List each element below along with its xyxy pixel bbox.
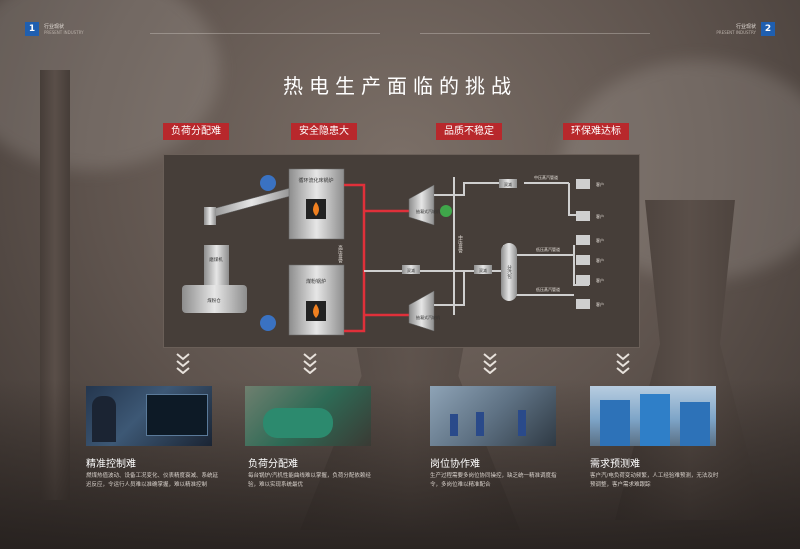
turbine-2: 抽凝式汽轮机	[408, 290, 440, 332]
generator-icon	[440, 205, 452, 217]
chevron-down-icon	[176, 353, 190, 374]
turbine-hall-photo	[245, 386, 371, 446]
steam-pipes	[364, 177, 589, 315]
card-title: 需求预测难	[590, 459, 640, 470]
challenge-badge: 品质不稳定	[436, 123, 502, 140]
boiler1-label: 循环流化床锅炉	[298, 177, 333, 184]
challenge-badge: 负荷分配难	[163, 123, 229, 140]
card-title: 负荷分配难	[248, 459, 298, 470]
page-number: 2	[761, 22, 775, 36]
page-title: 热电生产面临的挑战	[283, 74, 517, 98]
splitter-label: 分汽包	[507, 264, 512, 279]
coal-mill: 磨煤机 煤粉仓	[182, 245, 247, 313]
header-title: 行业现状	[44, 23, 65, 30]
page-number: 1	[25, 22, 39, 36]
chevron-down-icon	[483, 353, 497, 374]
turbine1-label: 抽凝式汽轮机	[416, 208, 440, 214]
header-right: 行业现状 PRESENT INDUSTRY 2	[716, 22, 775, 36]
lp-steam-label: 低压蒸汽管道	[536, 286, 560, 292]
steam-splitter	[501, 243, 517, 301]
customer-label: 客户	[596, 237, 604, 243]
header-subtitle: PRESENT INDUSTRY	[716, 29, 756, 35]
card-description: 生产过程需要多岗位协同操控，缺乏统一精准调度指令，多岗位难以精准配合	[430, 473, 557, 488]
customer-label: 客户	[596, 277, 604, 283]
reducer-label: 双减	[407, 267, 415, 273]
challenge-badge: 环保难达标	[563, 123, 629, 140]
card-title: 岗位协作难	[430, 459, 480, 470]
chevron-down-icon	[616, 353, 630, 374]
process-diagram: 循环流化床锅炉 磨煤机 煤粉仓 煤粉锅炉	[163, 154, 640, 348]
customer-label: 客户	[596, 301, 604, 307]
reducer	[499, 179, 517, 188]
reducer-label: 双减	[479, 267, 487, 273]
fan-icon	[260, 175, 276, 191]
reducer	[402, 265, 420, 274]
divider	[420, 33, 650, 34]
boiler-cfb: 循环流化床锅炉	[288, 168, 345, 240]
challenge-badge: 安全隐患大	[291, 123, 357, 140]
customer-label: 客户	[596, 257, 604, 263]
chevron-down-icon	[303, 353, 317, 374]
fan-icon	[260, 315, 276, 331]
high-pressure-pipe	[344, 183, 409, 333]
boiler-pulverized: 煤粉锅炉	[288, 264, 345, 336]
header-left: 1 行业现状 PRESENT INDUSTRY	[25, 22, 84, 36]
workshop-photo	[430, 386, 556, 446]
header-subtitle: PRESENT INDUSTRY	[44, 29, 84, 35]
conveyor	[204, 186, 295, 225]
turbine2-label: 抽凝式汽轮机	[416, 314, 440, 320]
process-diagram-svg: 循环流化床锅炉 磨煤机 煤粉仓 煤粉锅炉	[182, 168, 604, 336]
lp-steam-label: 低压蒸汽管道	[536, 246, 560, 252]
divider	[150, 33, 380, 34]
hp-pipe-label: 高压母管	[338, 244, 343, 265]
reducer	[474, 265, 492, 274]
customer-label: 客户	[596, 181, 604, 187]
card-description: 客户汽/电负荷变动频繁，人工经验难预测，无法及时预调整，客户需求难跟踪	[590, 473, 719, 488]
reducer-label: 双减	[504, 181, 512, 187]
mill-label: 磨煤机	[209, 256, 223, 263]
card-title: 精准控制难	[86, 459, 136, 470]
mp-pipe-label: 中压母管	[458, 234, 463, 255]
customer-label: 客户	[596, 213, 604, 219]
control-room-photo	[86, 386, 212, 446]
boiler2-label: 煤粉锅炉	[306, 278, 326, 285]
customers: 客户 客户 客户 客户 客户 客户	[576, 179, 604, 309]
header-title: 行业现状	[735, 23, 756, 30]
turbine-1: 抽凝式汽轮机	[408, 184, 452, 226]
card-description: 燃煤热值波动、设备工况变化、仪表精度衰减、系统延迟反应，令运行人员难以准确掌握，…	[86, 473, 219, 488]
card-description: 每台锅炉/汽机性能曲线难以掌握，负荷分配依赖经验，难以实现系统最优	[248, 473, 371, 488]
mp-steam-label: 中压蒸汽管道	[534, 174, 558, 180]
storage-label: 煤粉仓	[207, 297, 221, 304]
plant-equipment-photo	[590, 386, 716, 446]
